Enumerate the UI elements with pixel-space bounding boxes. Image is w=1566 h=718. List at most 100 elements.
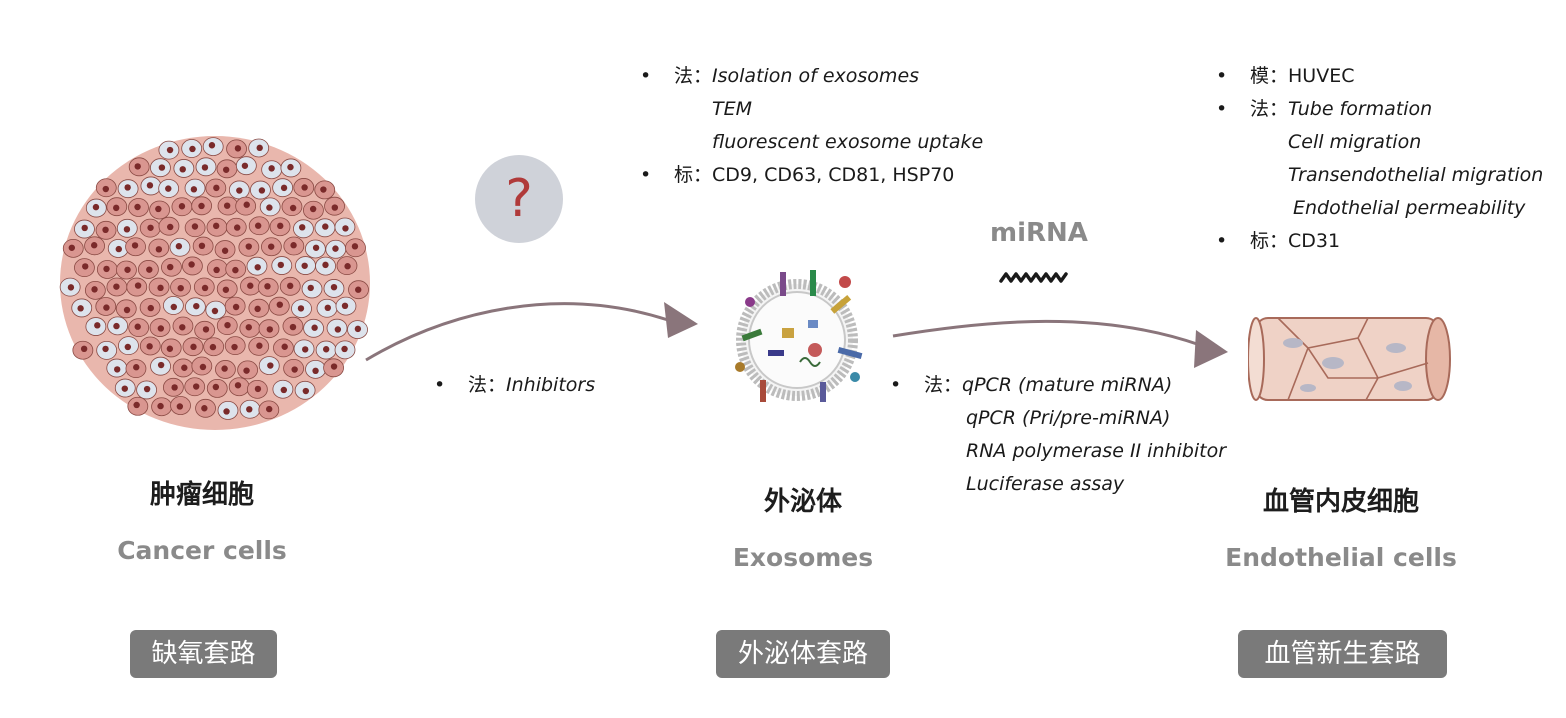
cell-nucleus [231, 343, 238, 351]
cell-nucleus [133, 364, 140, 371]
cell-nucleus [258, 187, 266, 194]
cell-nucleus [193, 302, 200, 310]
bullet: • [1216, 98, 1228, 120]
exosome-pathway-badge[interactable]: 外泌体套路 [716, 630, 890, 678]
cell-nucleus [115, 245, 122, 253]
exosome-illustration [735, 270, 863, 402]
cell-nucleus [302, 346, 309, 353]
cell-nucleus [155, 246, 163, 253]
endothelial-title-zh: 血管内皮细胞 [1262, 487, 1419, 517]
cell-nucleus [157, 325, 165, 332]
cell-nucleus [209, 343, 217, 351]
cell-nucleus [243, 201, 250, 208]
cell-nucleus [277, 261, 285, 269]
list-item: TEM [640, 93, 983, 126]
cancer-cells-illustration [59, 136, 370, 430]
cell-nucleus [146, 343, 153, 350]
cell-nucleus [179, 324, 186, 331]
cell-nucleus [113, 204, 120, 212]
cell-nucleus [198, 202, 205, 210]
list-item: • 法：qPCR (mature miRNA) [890, 369, 1226, 402]
cell-nucleus [213, 266, 220, 274]
cell-nucleus [266, 204, 273, 211]
list-item: • 法：Isolation of exosomes [640, 60, 983, 93]
cell-nucleus [331, 204, 339, 211]
cell-nucleus [192, 383, 200, 390]
cell-nucleus [234, 224, 241, 231]
bullet: • [890, 374, 902, 396]
cell-nucleus [234, 145, 242, 152]
cell-nucleus [354, 325, 362, 333]
cell-nucleus [330, 283, 338, 291]
bullet: • [640, 164, 652, 186]
method-value: Luciferase assay [966, 473, 1125, 495]
list-item: • 法：Inhibitors [434, 369, 595, 402]
cell-nucleus [80, 345, 88, 353]
cell-nucleus [134, 282, 142, 289]
cell-nucleus [124, 343, 132, 351]
cell-nucleus [332, 245, 339, 252]
cell-nucleus [181, 364, 188, 371]
cancer-pathway-badge[interactable]: 缺氧套路 [130, 630, 277, 678]
cell-nucleus [254, 385, 262, 393]
cell-nucleus [124, 266, 131, 273]
method-value: Cell migration [1288, 131, 1422, 153]
cell-nucleus [241, 162, 249, 169]
endothelial-pathway-badge[interactable]: 血管新生套路 [1238, 630, 1447, 678]
cell-nucleus [245, 324, 252, 331]
cell-nucleus [201, 164, 209, 171]
cell-nucleus [158, 164, 166, 171]
cell-nucleus [90, 242, 98, 249]
method-value: fluorescent exosome uptake [712, 131, 984, 153]
method-key: 法： [924, 374, 963, 396]
endothelial-title-en: Endothelial cells [1225, 543, 1457, 572]
cell-nucleus [287, 282, 294, 290]
cell-nucleus [198, 242, 206, 250]
cell-nucleus [287, 163, 294, 171]
marker-value: CD9, CD63, CD81, HSP70 [712, 164, 955, 186]
cell-nucleus [312, 244, 320, 251]
cell-nucleus [322, 261, 329, 269]
cell-nucleus [191, 223, 199, 230]
arrow-head-2 [1194, 330, 1228, 368]
cell-nucleus [81, 224, 88, 232]
cell-nucleus [167, 263, 174, 271]
list-item: fluorescent exosome uptake [640, 126, 983, 159]
cell-nucleus [134, 323, 141, 330]
cell-nucleus [224, 321, 231, 329]
cell-nucleus [178, 203, 186, 210]
cell-nucleus [232, 266, 239, 274]
cell-nucleus [289, 204, 297, 212]
cell-nucleus [344, 263, 351, 270]
cancer-title-en: Cancer cells [117, 536, 287, 565]
cell-nucleus [355, 286, 362, 293]
cell-nucleus [91, 286, 98, 293]
method-key: 法： [1250, 98, 1289, 120]
mirna-methods-list: • 法：qPCR (mature miRNA) qPCR (Pri/pre-mi… [890, 369, 1226, 501]
cell-nucleus [268, 243, 275, 250]
cell-nucleus [165, 185, 172, 192]
cell-nucleus [131, 242, 139, 249]
cell-nucleus [301, 262, 308, 269]
cell-nucleus [222, 286, 230, 293]
list-item: • 标：CD9, CD63, CD81, HSP70 [640, 159, 983, 192]
cell-nucleus [202, 326, 210, 333]
cell-nucleus [289, 323, 297, 331]
cell-nucleus [246, 406, 253, 413]
cell-nucleus [103, 304, 110, 311]
list-item: • 标：CD31 [1216, 225, 1543, 258]
cell-nucleus [324, 304, 331, 312]
list-item: • 法：Tube formation [1216, 93, 1543, 126]
exosome-methods-list: • 法：Isolation of exosomes TEM fluorescen… [640, 60, 983, 192]
cell-nucleus [280, 184, 288, 192]
bullet: • [640, 65, 652, 87]
cell-nucleus [330, 363, 338, 370]
cell-nucleus [177, 284, 184, 292]
cell-nucleus [157, 402, 164, 410]
method-value: Tube formation [1288, 98, 1433, 120]
cell-nucleus [201, 405, 208, 412]
cell-nucleus [133, 401, 140, 409]
marker-key: 标： [674, 164, 713, 186]
cell-nucleus [134, 163, 141, 170]
cell-nucleus [67, 284, 75, 291]
